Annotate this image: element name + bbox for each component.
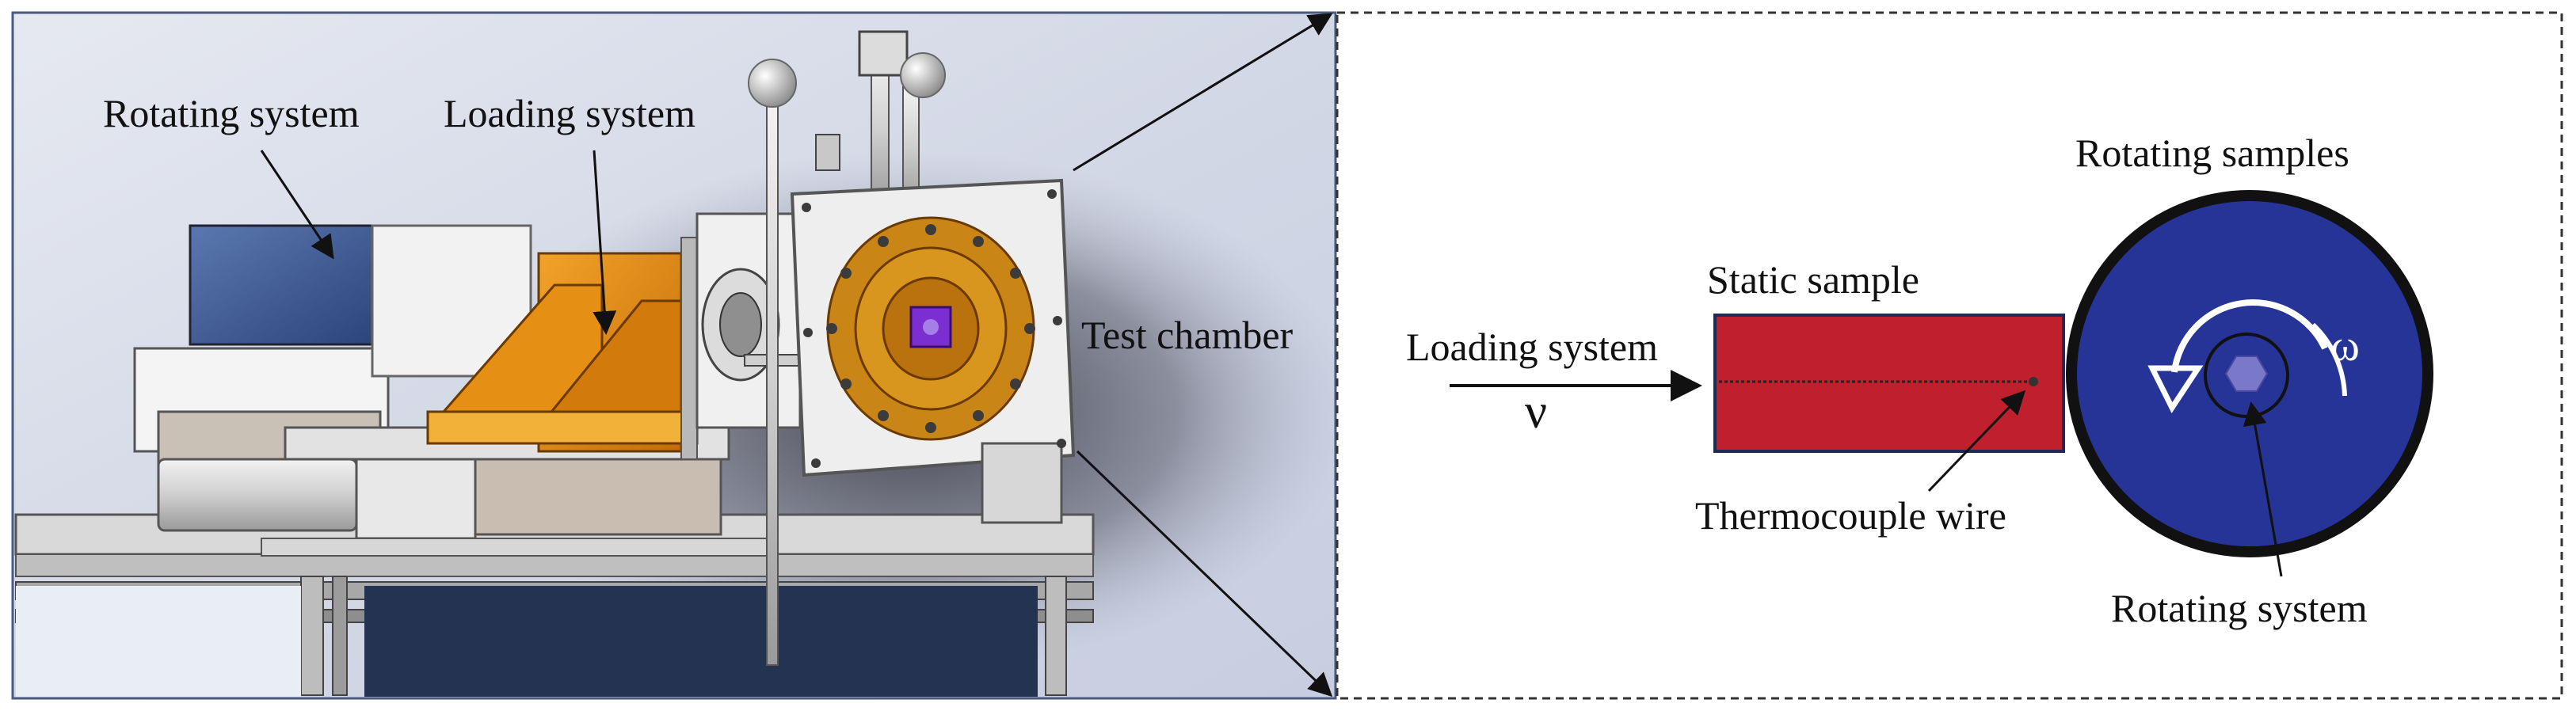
- photo-panel: Rotating system Loading system Test cham…: [11, 11, 1355, 700]
- static-sample-block: [1713, 314, 2065, 453]
- zoom-line-top: [1073, 13, 1333, 172]
- label-omega: ω: [2330, 321, 2360, 371]
- thermocouple-tip: [2029, 377, 2038, 386]
- leader-rotating-system: [260, 150, 334, 260]
- rotation-arrow-outer: [2311, 322, 2347, 397]
- leader-loading-system: [593, 150, 617, 335]
- label-rotating-samples: Rotating samples: [2075, 131, 2349, 175]
- spindle-assembly: [695, 212, 888, 429]
- photo-panel-border: [11, 11, 1337, 700]
- flange-bolts: [802, 189, 1066, 468]
- label-rotating-system-photo: Rotating system: [103, 91, 360, 135]
- label-loading-system-schematic: Loading system: [1406, 325, 1658, 369]
- label-thermocouple-wire: Thermocouple wire: [1695, 493, 2006, 538]
- label-rotating-system-schematic: Rotating system: [2111, 586, 2368, 630]
- rotation-arrowhead: [2147, 365, 2204, 413]
- zoom-line-bottom: [1076, 450, 1333, 698]
- test-chamber-flange: [790, 178, 1076, 524]
- rotating-system-motor: [133, 224, 532, 492]
- label-loading-system-photo: Loading system: [444, 91, 695, 135]
- schematic-panel: Rotating samples Static sample Loading s…: [1336, 11, 2563, 700]
- rotation-arrow: [2171, 299, 2328, 373]
- label-static-sample: Static sample: [1707, 257, 1919, 302]
- label-test-chamber: Test chamber: [1081, 313, 1294, 357]
- loading-bracket: [426, 237, 699, 460]
- manipulator-rods: [748, 30, 946, 666]
- leader-rotating-system-schematic: [2243, 401, 2283, 577]
- leader-thermocouple: [1927, 390, 2026, 492]
- hub-hexagon: [2224, 356, 2269, 392]
- label-velocity: ν: [1525, 385, 1547, 439]
